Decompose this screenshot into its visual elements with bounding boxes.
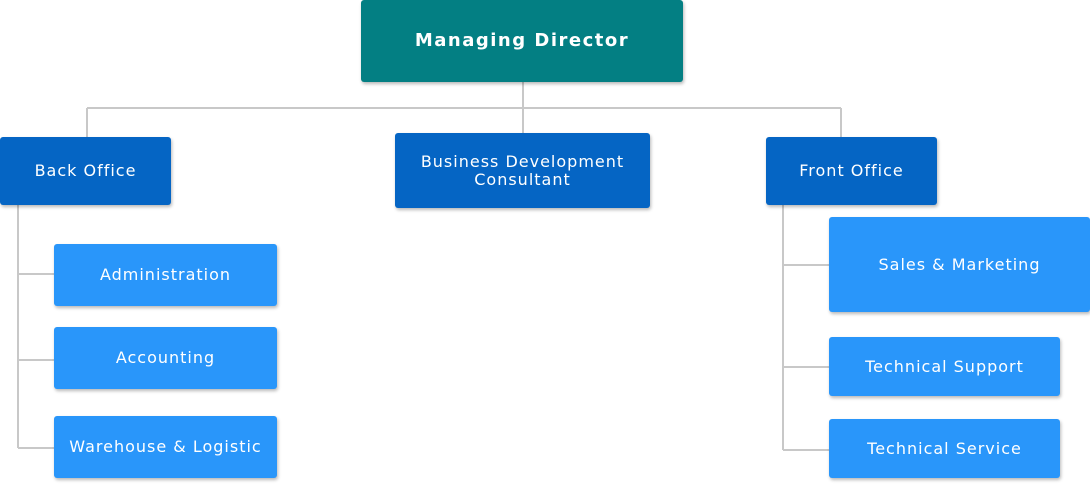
- business-development-line1: Business Development: [420, 151, 625, 171]
- sales-marketing-label: Sales & Marketing: [878, 254, 1041, 274]
- managing-director-label: Managing Director: [414, 30, 630, 51]
- front-office-label: Front Office: [799, 161, 904, 180]
- warehouse-logistic-label: Warehouse & Logistic: [69, 437, 262, 456]
- back-office-label: Back Office: [34, 161, 137, 180]
- business-development-label-wrap: Business Development Consultant: [420, 151, 625, 189]
- technical-service-label: Technical Service: [867, 438, 1022, 458]
- technical-service-box[interactable]: Technical Service: [829, 419, 1060, 478]
- managing-director-box[interactable]: Managing Director: [361, 0, 683, 82]
- technical-support-box[interactable]: Technical Support: [829, 337, 1060, 396]
- administration-label: Administration: [99, 265, 232, 284]
- back-office-box[interactable]: Back Office: [0, 137, 171, 205]
- sales-marketing-box[interactable]: Sales & Marketing: [829, 217, 1090, 312]
- warehouse-logistic-box[interactable]: Warehouse & Logistic: [54, 416, 277, 478]
- business-development-consultant-box[interactable]: Business Development Consultant: [395, 133, 650, 208]
- accounting-box[interactable]: Accounting: [54, 327, 277, 389]
- technical-support-label: Technical Support: [865, 356, 1024, 376]
- administration-box[interactable]: Administration: [54, 244, 277, 306]
- front-office-box[interactable]: Front Office: [766, 137, 937, 205]
- accounting-label: Accounting: [115, 348, 216, 367]
- business-development-line2: Consultant: [474, 169, 571, 189]
